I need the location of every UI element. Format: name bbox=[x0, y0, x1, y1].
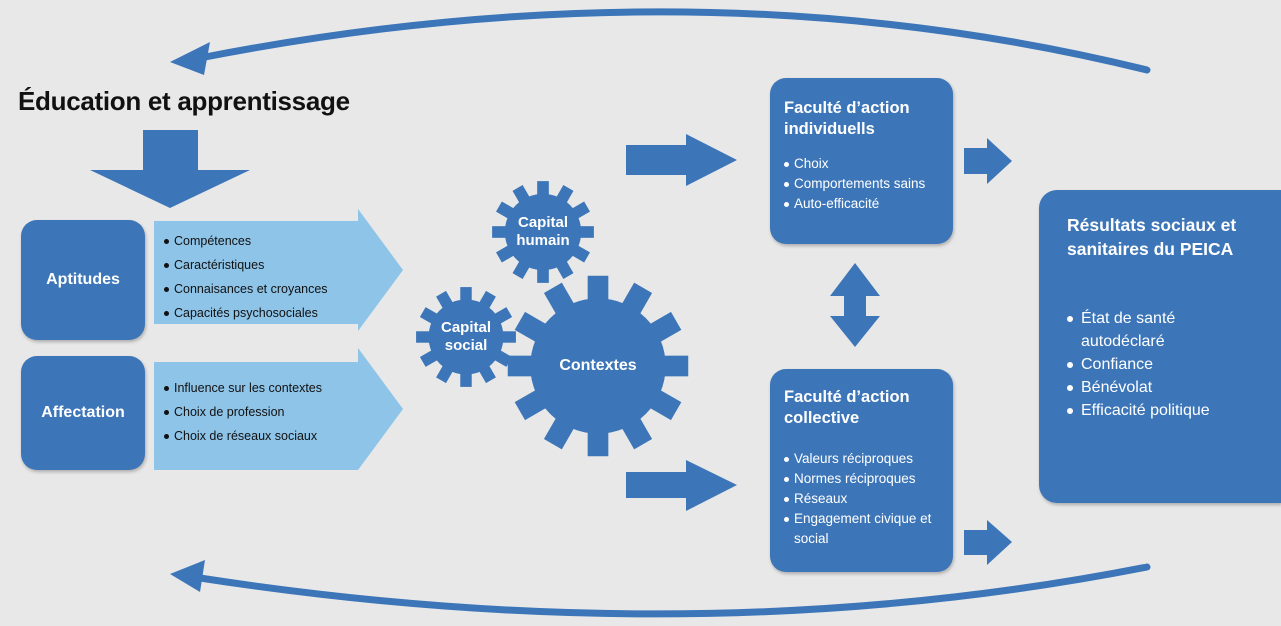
list-item: Choix de réseaux sociaux bbox=[164, 424, 322, 448]
faculte-individuelle-list: Choix Comportements sains Auto-efficacit… bbox=[784, 154, 939, 214]
resultats-list: État de santé autodéclaré Confiance Béné… bbox=[1067, 307, 1227, 422]
down-arrow bbox=[90, 130, 250, 208]
double-arrow-vertical bbox=[830, 263, 880, 347]
list-item: Capacités psychosociales bbox=[164, 301, 328, 325]
affectation-list: Influence sur les contextes Choix de pro… bbox=[164, 376, 322, 448]
faculte-collective-box: Faculté d’action collective Valeurs réci… bbox=[770, 369, 953, 572]
arrow-to-results-bottom bbox=[964, 520, 1012, 565]
feedback-arrow-top bbox=[170, 8, 1151, 75]
page-title: Éducation et apprentissage bbox=[18, 86, 350, 116]
list-item: Efficacité politique bbox=[1067, 399, 1227, 422]
aptitudes-box: Aptitudes bbox=[21, 220, 145, 340]
aptitudes-label: Aptitudes bbox=[46, 271, 120, 288]
affectation-box: Affectation bbox=[21, 356, 145, 470]
list-item: Caractéristiques bbox=[164, 253, 328, 277]
faculte-individuelle-title: Faculté d’action individuells bbox=[784, 99, 910, 139]
list-item: Confiance bbox=[1067, 353, 1227, 376]
list-item: Comportements sains bbox=[784, 174, 939, 194]
affectation-chevron-arrow bbox=[154, 348, 403, 470]
resultats-title: Résultats sociaux et sanitaires du PEICA bbox=[1067, 215, 1237, 260]
faculte-collective-title: Faculté d’action collective bbox=[784, 388, 910, 428]
list-item: Influence sur les contextes bbox=[164, 376, 322, 400]
list-item: Engagement civique et social bbox=[784, 509, 939, 549]
gear-label-capital-humain: Capital humain bbox=[516, 214, 570, 249]
list-item: Auto-efficacité bbox=[784, 194, 939, 214]
arrow-to-results-top bbox=[964, 138, 1012, 184]
arrow-to-individuelle bbox=[626, 134, 737, 186]
faculte-collective-list: Valeurs réciproques Normes réciproques R… bbox=[784, 449, 939, 549]
list-item: État de santé autodéclaré bbox=[1067, 307, 1227, 353]
aptitudes-chevron-arrow bbox=[154, 209, 403, 331]
arrow-to-collective bbox=[626, 460, 737, 511]
faculte-individuelle-box: Faculté d’action individuells Choix Comp… bbox=[770, 78, 953, 244]
list-item: Valeurs réciproques bbox=[784, 449, 939, 469]
gear-label-contextes: Contextes bbox=[559, 357, 637, 374]
aptitudes-list: Compétences Caractéristiques Connaisance… bbox=[164, 229, 328, 325]
list-item: Compétences bbox=[164, 229, 328, 253]
list-item: Connaisances et croyances bbox=[164, 277, 328, 301]
resultats-box: Résultats sociaux et sanitaires du PEICA… bbox=[1039, 190, 1281, 503]
affectation-label: Affectation bbox=[41, 404, 125, 421]
list-item: Bénévolat bbox=[1067, 376, 1227, 399]
list-item: Choix bbox=[784, 154, 939, 174]
list-item: Normes réciproques bbox=[784, 469, 939, 489]
gear-label-capital-social: Capital social bbox=[440, 319, 491, 354]
list-item: Choix de profession bbox=[164, 400, 322, 424]
list-item: Réseaux bbox=[784, 489, 939, 509]
feedback-arrow-bottom bbox=[170, 560, 1151, 618]
